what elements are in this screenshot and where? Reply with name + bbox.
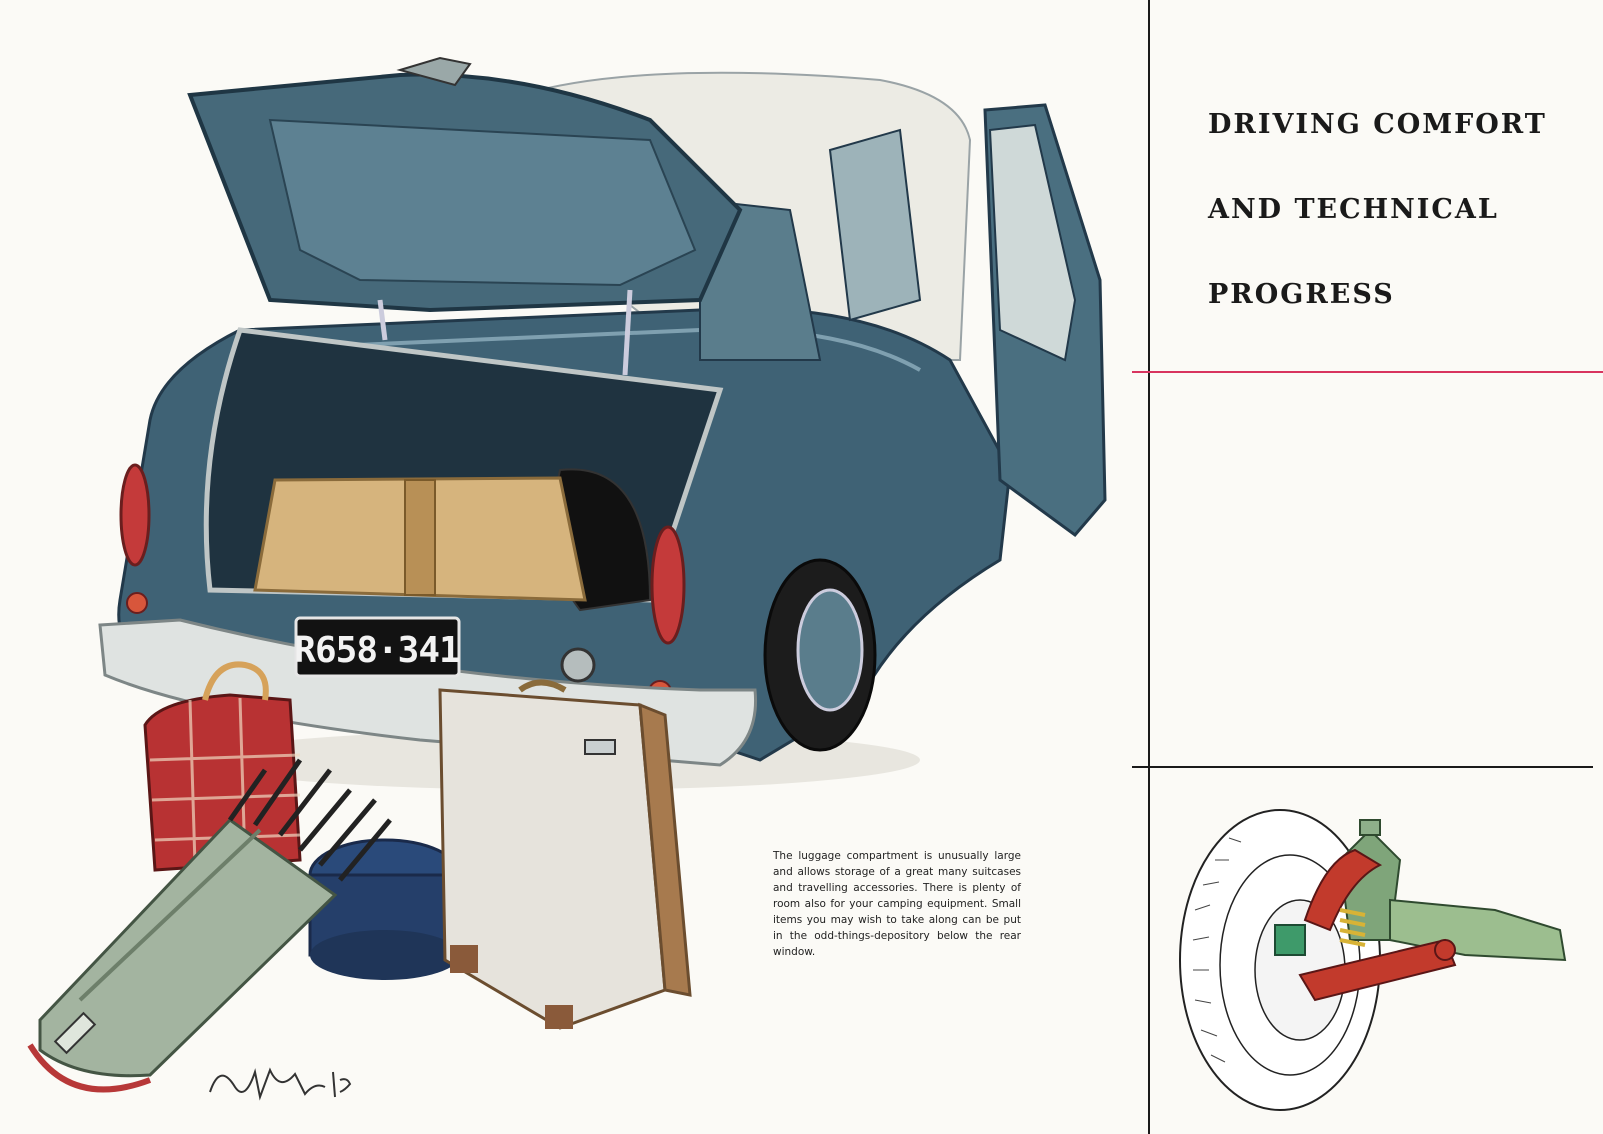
black-rule <box>1132 766 1593 768</box>
heading-line-1: DRIVING COMFORT <box>1208 109 1547 140</box>
license-plate <box>294 616 461 678</box>
column-divider <box>1148 0 1150 1134</box>
red-rule <box>1132 371 1603 373</box>
luggage-caption: The luggage compartment is unusually lar… <box>773 850 1021 958</box>
right-tail-light <box>650 525 686 645</box>
golf-bag <box>27 758 392 1093</box>
artist-signature <box>209 1067 352 1101</box>
license-plate-text: R658·341 <box>294 630 459 671</box>
suspension-diagram <box>1179 809 1567 1111</box>
heading-line-3: PROGRESS <box>1208 279 1395 310</box>
hat-box <box>308 838 462 980</box>
car-luggage-illustration: R658·341 <box>27 56 1107 1093</box>
grey-suitcase <box>438 679 692 1030</box>
section-heading: DRIVING COMFORT AND TECHNICAL PROGRESS <box>1208 82 1578 337</box>
left-tail-light <box>119 463 151 567</box>
coil-spring <box>1339 908 1366 947</box>
heading-line-2: AND TECHNICAL <box>1208 194 1499 225</box>
